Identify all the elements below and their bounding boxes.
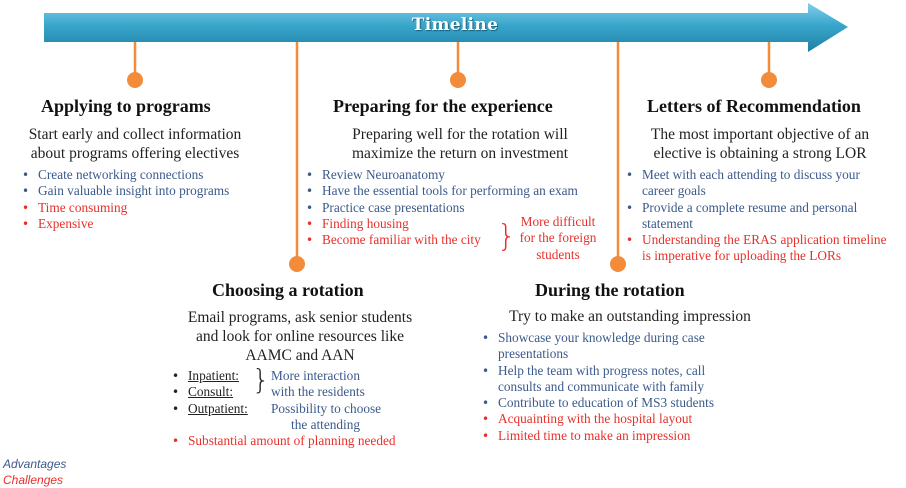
dot-letters [761,72,777,88]
list-item: Review Neuroanatomy [304,167,578,184]
list-item: Outpatient: [170,401,248,418]
dot-choosing [289,256,305,272]
list-item: Inpatient: [170,368,248,385]
timeline-label: Timeline [411,15,499,35]
list-item: Help the team with progress notes, call … [480,363,714,396]
dot-preparing [450,72,466,88]
letters-title: Letters of Recommendation [647,96,861,116]
applying-subtitle: Start early and collect information abou… [28,126,242,162]
choosing-title: Choosing a rotation [212,280,364,300]
inpatient-note: More interaction with the residents [271,368,365,400]
list-item: Gain valuable insight into programs [20,183,229,200]
preparing-subtitle: Preparing well for the rotation will max… [351,126,569,162]
list-item: Expensive [20,216,229,233]
preparing-brace: } [497,219,517,254]
preparing-title: Preparing for the experience [333,96,553,116]
letters-list: Meet with each attending to discuss your… [624,167,886,265]
dot-during [610,256,626,272]
list-item: Substantial amount of planning needed [170,433,396,450]
list-item: Contribute to education of MS3 students [480,395,714,412]
list-item: Become familiar with the city [304,232,578,249]
list-item: Have the essential tools for performing … [304,183,578,200]
choosing-challenges: Substantial amount of planning needed [170,433,396,450]
list-item: Create networking connections [20,167,229,184]
applying-list: Create networking connections Gain valua… [20,167,229,232]
choosing-brace: } [252,363,270,396]
list-item: Showcase your knowledge during case pres… [480,330,714,363]
outpatient-note: Possibility to choose the attending [271,401,382,433]
list-item: Practice case presentations [304,200,578,217]
legend-advantages: Advantages [3,457,67,471]
dot-applying [127,72,143,88]
during-title: During the rotation [535,280,685,300]
legend-challenges: Challenges [3,473,64,487]
during-subtitle: Try to make an outstanding impression [509,308,751,325]
list-item: Time consuming [20,200,229,217]
during-list: Showcase your knowledge during case pres… [480,330,714,444]
preparing-note: More difficult for the foreign students [519,214,597,262]
preparing-list: Review Neuroanatomy Have the essential t… [304,167,578,249]
list-item: Understanding the ERAS application timel… [624,232,886,265]
choosing-subtitle: Email programs, ask senior students and … [187,309,413,364]
list-item: Finding housing [304,216,578,233]
list-item: Limited time to make an impression [480,428,714,445]
timeline-arrow [44,3,848,52]
letters-subtitle: The most important objective of an elect… [650,126,870,162]
list-item: Acquainting with the hospital layout [480,411,714,428]
list-item: Provide a complete resume and personal s… [624,200,886,233]
choosing-list: Inpatient: Consult: Outpatient: [170,368,248,417]
list-item: Consult: [170,384,248,401]
list-item: Meet with each attending to discuss your… [624,167,886,200]
applying-title: Applying to programs [41,96,211,116]
